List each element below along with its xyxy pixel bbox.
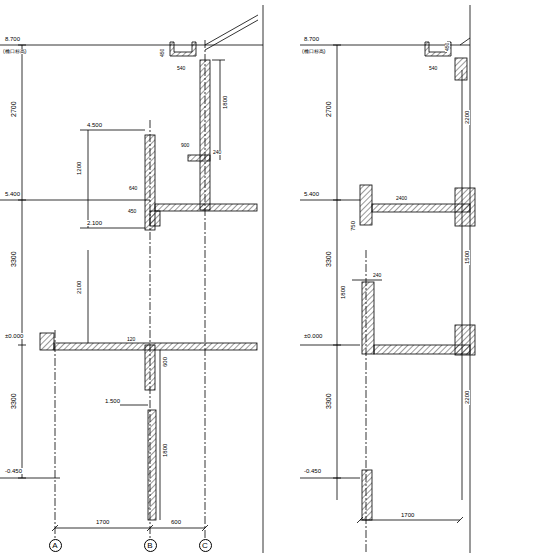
elevation-text: 1.500 [104, 398, 121, 404]
dimension-text: 3300 [325, 250, 332, 268]
elevation-text: 540 [428, 66, 438, 71]
dimension-text: 600 [162, 356, 168, 368]
elevation-text: 640 [128, 186, 138, 191]
elevation-text: 2.100 [86, 220, 103, 226]
elevation-text: 2400 [395, 196, 408, 201]
dimension-text: 2200 [464, 110, 470, 125]
dimension-text: 3300 [325, 392, 332, 410]
elevation-text: (檐口标高) [2, 49, 27, 54]
dimension-text: 3300 [10, 392, 17, 410]
dimension-text: 1800 [162, 443, 168, 458]
dimension-text: 3300 [10, 250, 17, 268]
elevation-text: 4.500 [86, 122, 103, 128]
dimension-text: 2700 [10, 100, 17, 118]
elevation-text: 8.700 [303, 36, 320, 42]
dimension-text: 1500 [464, 250, 470, 265]
elevation-text: 240 [212, 150, 222, 155]
dimension-text: 450 [445, 42, 450, 52]
elevation-text: 540 [176, 66, 186, 71]
dimension-text: 450 [160, 48, 165, 58]
elevation-text: 120 [126, 337, 136, 342]
dimension-text: 1200 [76, 161, 82, 176]
dimension-text: 1800 [222, 95, 228, 110]
elevation-text: ±0.000 [303, 333, 323, 339]
elevation-text: 1700 [400, 512, 415, 518]
elevation-text: 240 [372, 273, 382, 278]
elevation-text: 8.700 [4, 36, 21, 42]
dimension-text: 2200 [464, 390, 470, 405]
elevation-text: 5.400 [4, 191, 21, 197]
elevation-text: 900 [180, 143, 190, 148]
axis-letter: A [52, 542, 57, 550]
axis-letter: B [147, 542, 152, 550]
dimension-text: 2700 [325, 100, 332, 118]
elevation-text: 1700 [95, 519, 110, 525]
elevation-text: 5.400 [303, 191, 320, 197]
elevation-text: 450 [127, 209, 137, 214]
axis-bubble: B [144, 539, 157, 552]
dimension-text: 2100 [76, 280, 82, 295]
axis-bubble: C [199, 539, 212, 552]
elevation-text: -0.450 [4, 468, 23, 474]
elevation-text: (檐口标高) [301, 49, 326, 54]
dimension-text: 750 [350, 220, 356, 232]
axis-letter: C [202, 542, 208, 550]
axis-bubble: A [49, 539, 62, 552]
elevation-text: 600 [170, 519, 182, 525]
elevation-text: ±0.000 [4, 333, 24, 339]
dimension-text: 1800 [340, 285, 346, 300]
elevation-text: -0.450 [303, 468, 322, 474]
